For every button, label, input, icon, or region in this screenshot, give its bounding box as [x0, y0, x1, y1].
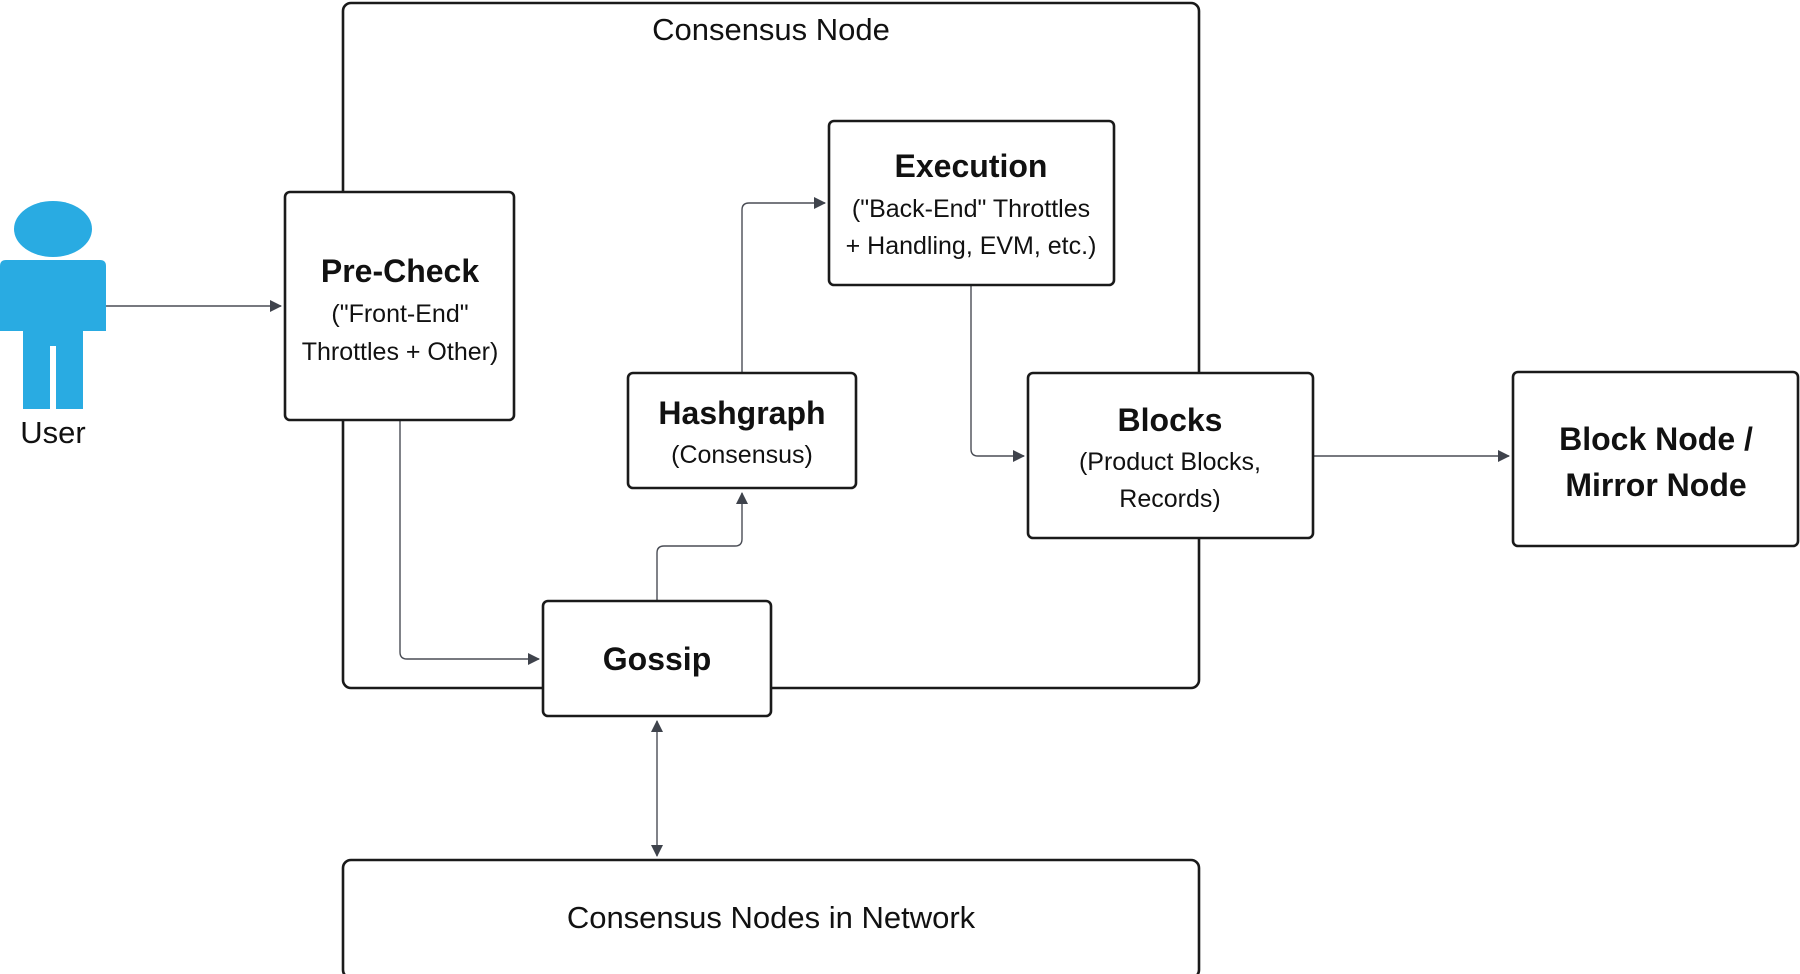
precheck-line-2: Throttles + Other) [302, 338, 499, 366]
blocks-box: Blocks (Product Blocks, Records) [1026, 371, 1315, 540]
execution-line-1: ("Back-End" Throttles [852, 195, 1090, 223]
precheck-line-1: ("Front-End" [331, 300, 468, 328]
block-node-title-line-2: Mirror Node [1565, 467, 1746, 503]
user-actor: User [0, 201, 106, 450]
block-node-border [1511, 370, 1800, 548]
hashgraph-line-1: (Consensus) [671, 441, 813, 469]
precheck-box: Pre-Check ("Front-End" Throttles + Other… [283, 190, 516, 422]
precheck-title: Pre-Check [321, 253, 480, 289]
person-icon [0, 201, 106, 409]
edge-execution-to-blocks [970, 285, 1025, 462]
blocks-title: Blocks [1118, 402, 1223, 438]
edge-precheck-to-gossip [399, 420, 540, 665]
consensus-node-title: Consensus Node [652, 12, 890, 47]
network-border [341, 858, 1201, 974]
blocks-line-2: Records) [1119, 485, 1220, 513]
execution-line-2: + Handling, EVM, etc.) [846, 232, 1097, 260]
execution-box: Execution ("Back-End" Throttles + Handli… [827, 119, 1116, 287]
blocks-line-1: (Product Blocks, [1079, 448, 1261, 476]
gossip-box: Gossip [541, 599, 773, 718]
hashgraph-box: Hashgraph (Consensus) [626, 371, 858, 490]
block-node-box: Block Node / Mirror Node [1511, 370, 1800, 548]
user-label: User [20, 415, 85, 450]
hashgraph-border [626, 371, 858, 490]
network-title: Consensus Nodes in Network [567, 900, 976, 935]
precheck-border [283, 190, 516, 422]
execution-title: Execution [895, 148, 1048, 184]
hashgraph-title: Hashgraph [658, 395, 825, 431]
edge-gossip-to-hashgraph [656, 492, 748, 601]
edge-hashgraph-to-execution [741, 197, 826, 373]
block-node-title-line-1: Block Node / [1559, 421, 1753, 457]
gossip-title: Gossip [603, 641, 711, 677]
blocks-border [1026, 371, 1315, 540]
network-box: Consensus Nodes in Network [341, 858, 1201, 974]
edges [106, 197, 1510, 857]
execution-border [827, 119, 1116, 287]
gossip-border [541, 599, 773, 718]
